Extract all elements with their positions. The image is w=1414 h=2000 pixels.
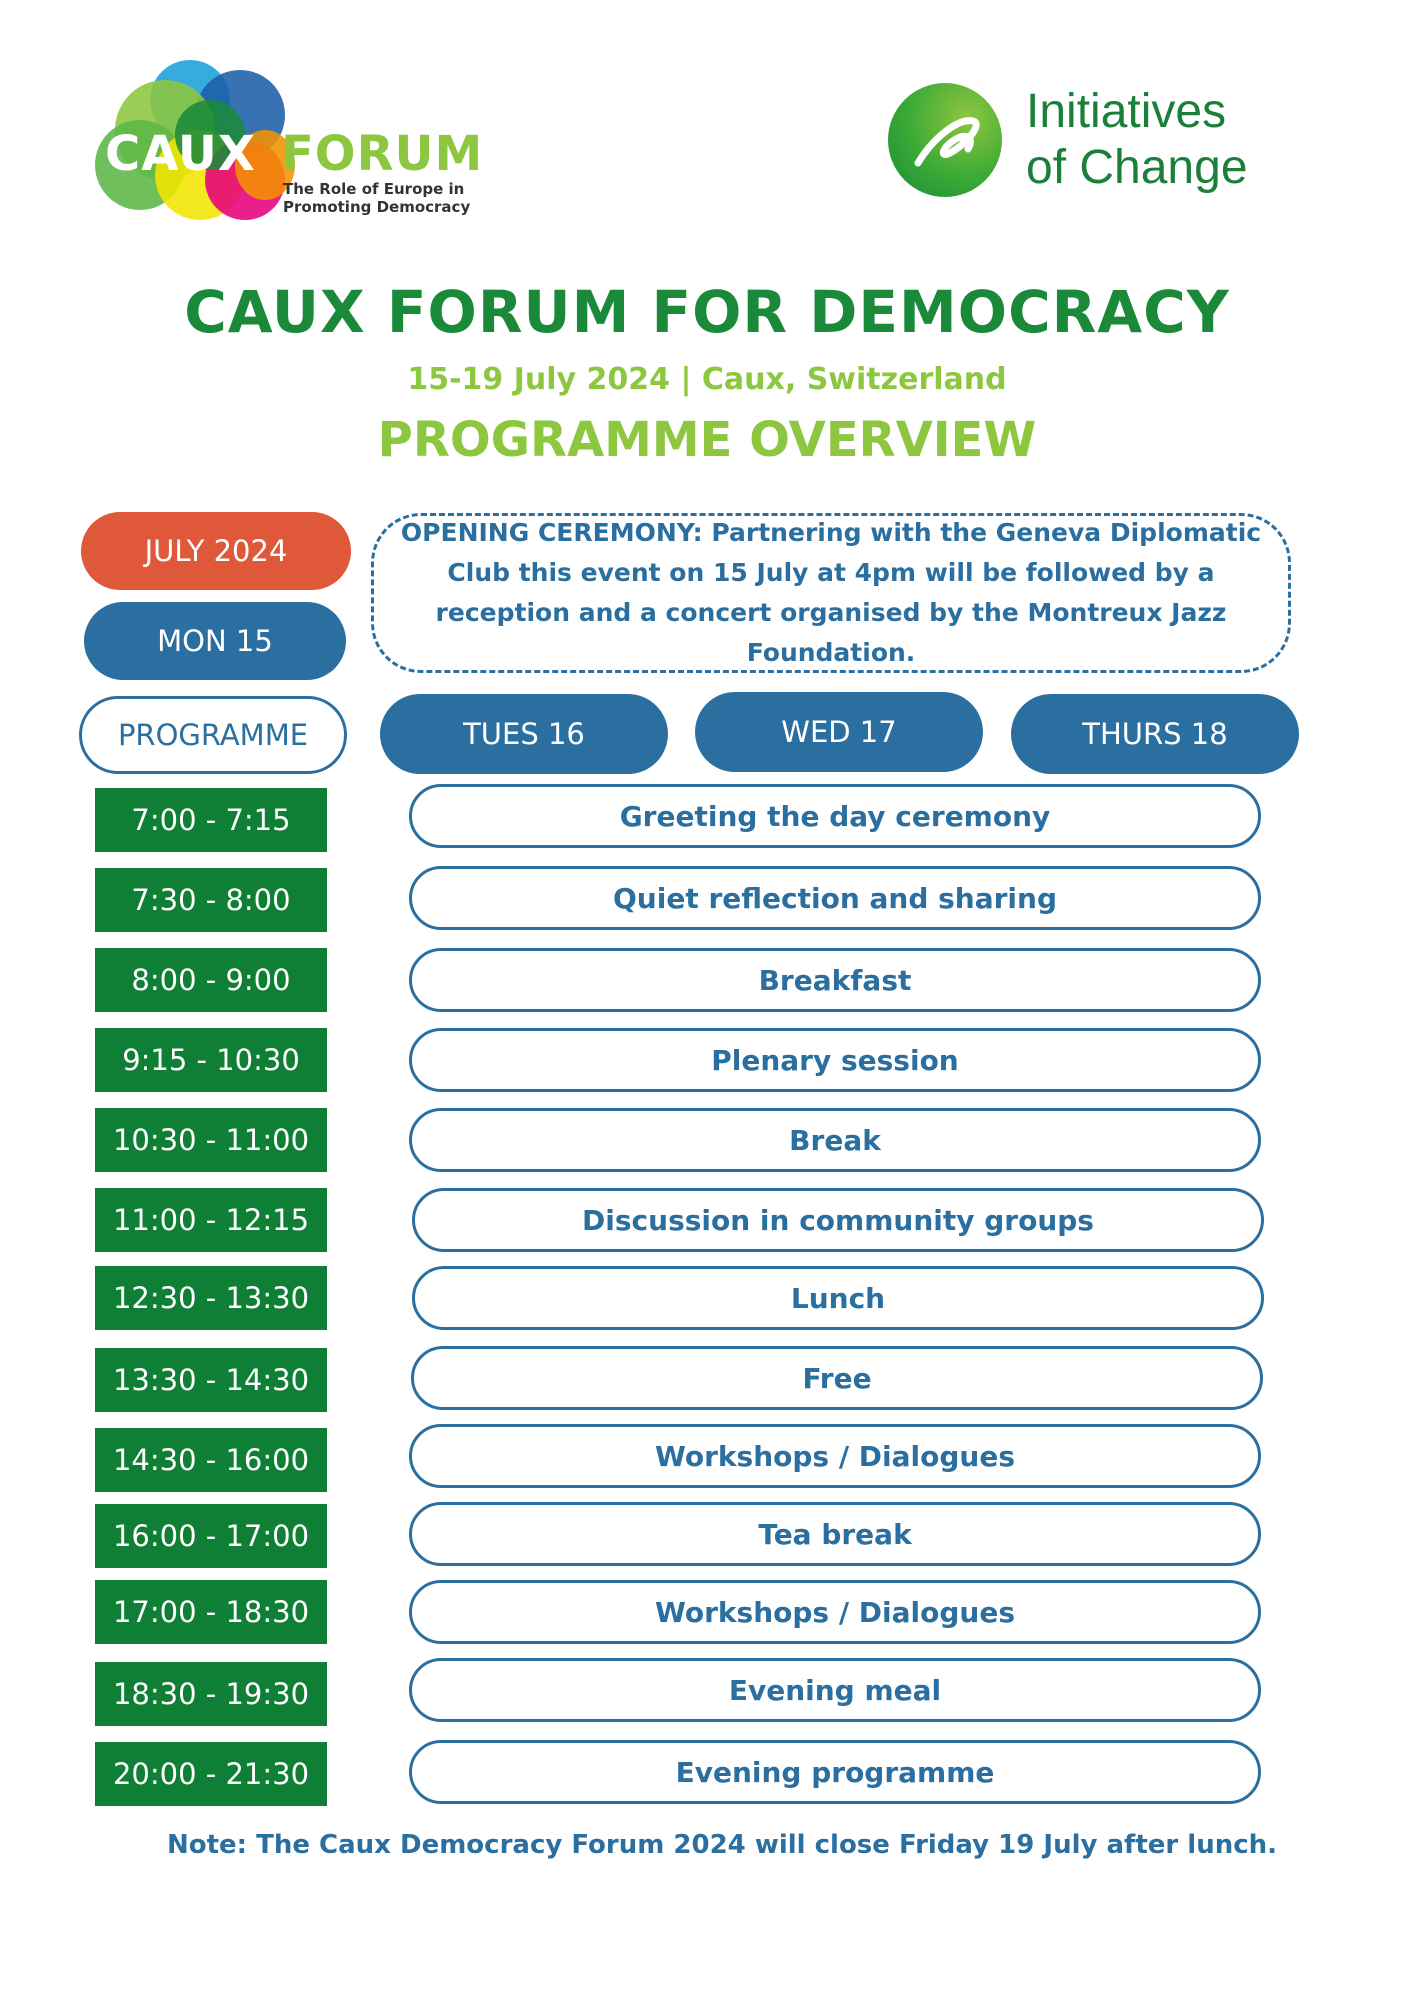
day-badge-thurs: THURS 18 (1011, 694, 1299, 774)
activity: Evening programme (409, 1740, 1261, 1804)
activity: Workshops / Dialogues (409, 1580, 1261, 1644)
activity: Lunch (412, 1266, 1264, 1330)
time-slot: 10:30 - 11:00 (95, 1108, 327, 1172)
time-slot: 17:00 - 18:30 (95, 1580, 327, 1644)
day-badge-tues: TUES 16 (380, 694, 668, 774)
page-title: CAUX FORUM FOR DEMOCRACY (184, 278, 1230, 346)
month-badge: JULY 2024 (81, 512, 351, 590)
activity: Plenary session (409, 1028, 1261, 1092)
day-badge-wed: WED 17 (695, 692, 983, 772)
activity: Workshops / Dialogues (409, 1424, 1261, 1488)
closing-note: Note: The Caux Democracy Forum 2024 will… (166, 1830, 1278, 1860)
activity: Greeting the day ceremony (409, 784, 1261, 848)
time-slot: 7:30 - 8:00 (95, 868, 327, 932)
time-slot: 7:00 - 7:15 (95, 788, 327, 852)
activity: Break (409, 1108, 1261, 1172)
programme-label: PROGRAMME (79, 696, 347, 774)
programme-overview-heading: PROGRAMME OVERVIEW (377, 412, 1037, 468)
ioc-emblem-icon (888, 83, 1002, 197)
ioc-wordmark: Initiatives of Change (1026, 85, 1248, 194)
time-slot: 20:00 - 21:30 (95, 1742, 327, 1806)
activity: Free (411, 1346, 1263, 1410)
initiatives-of-change-logo: Initiatives of Change (888, 80, 1318, 210)
time-slot: 14:30 - 16:00 (95, 1428, 327, 1492)
time-slot: 11:00 - 12:15 (95, 1188, 327, 1252)
caux-tagline: The Role of Europe in Promoting Democrac… (283, 180, 471, 216)
time-slot: 13:30 - 14:30 (95, 1348, 327, 1412)
time-slot: 18:30 - 19:30 (95, 1662, 327, 1726)
activity: Tea break (409, 1502, 1261, 1566)
activity: Breakfast (409, 948, 1261, 1012)
activity: Quiet reflection and sharing (409, 866, 1261, 930)
time-slot: 16:00 - 17:00 (95, 1504, 327, 1568)
caux-forum-logo: CAUX FORUM The Role of Europe in Promoti… (95, 60, 485, 240)
event-dates: 15-19 July 2024 | Caux, Switzerland (407, 362, 1007, 397)
time-slot: 9:15 - 10:30 (95, 1028, 327, 1092)
time-slot: 8:00 - 9:00 (95, 948, 327, 1012)
caux-word: CAUX (105, 126, 256, 182)
activity: Discussion in community groups (412, 1188, 1264, 1252)
opening-ceremony-note: OPENING CEREMONY: Partnering with the Ge… (371, 513, 1291, 673)
day-badge-mon: MON 15 (84, 602, 346, 680)
activity: Evening meal (409, 1658, 1261, 1722)
forum-word: FORUM (281, 126, 484, 182)
time-slot: 12:30 - 13:30 (95, 1266, 327, 1330)
